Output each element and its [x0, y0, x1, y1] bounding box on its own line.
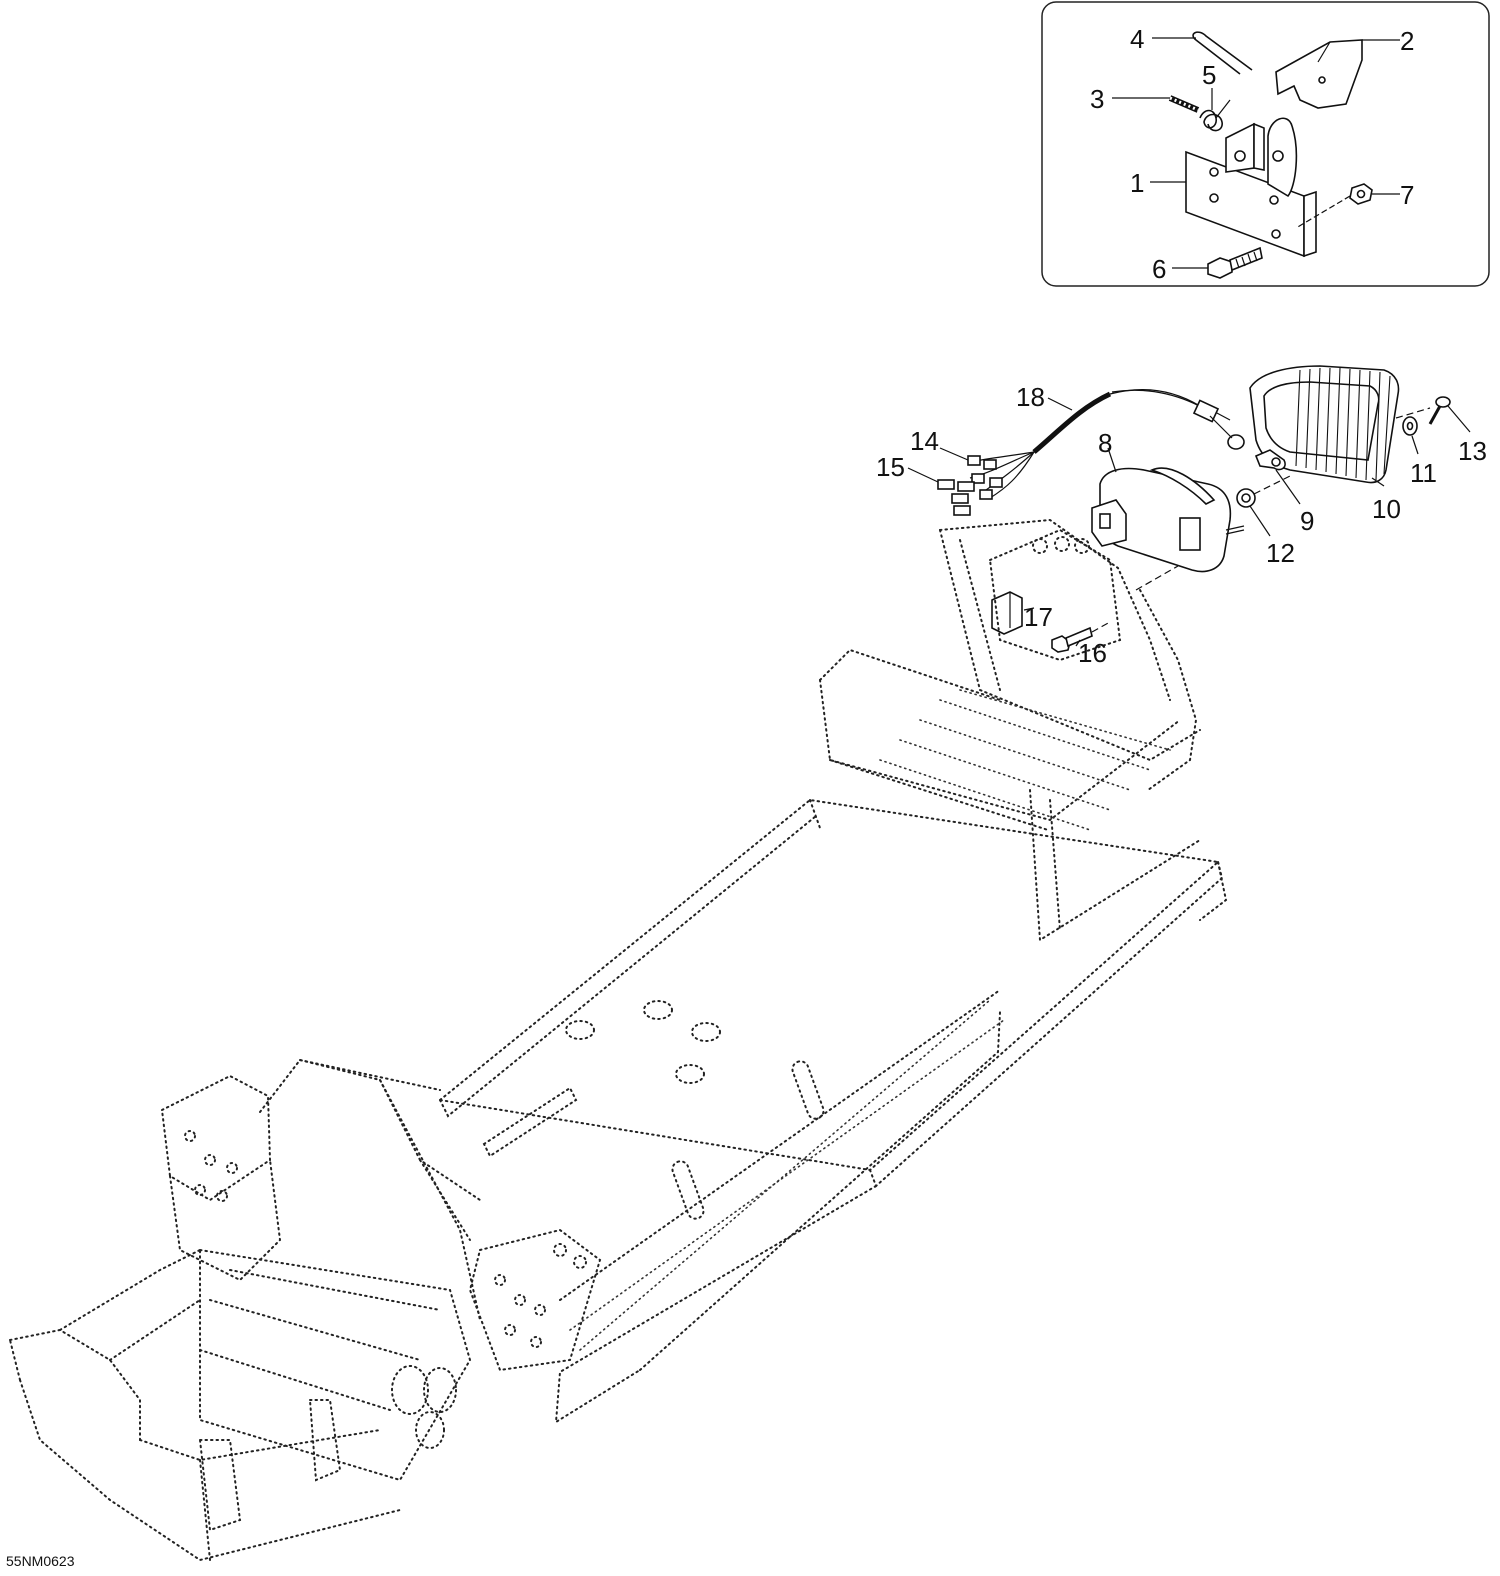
drawing-code: 55NM0623 — [6, 1553, 75, 1569]
chassis-frame — [9, 518, 1228, 1562]
part-taillight-lens — [1249, 365, 1400, 484]
taillight-assembly — [907, 365, 1471, 653]
callout-12: 12 — [1266, 538, 1295, 568]
part-nut — [1295, 183, 1373, 229]
part-grommet — [1236, 488, 1256, 508]
part-taillight-base — [1091, 467, 1245, 573]
callout-7: 7 — [1400, 180, 1414, 210]
inset-frame — [1041, 1, 1490, 287]
part-screw — [1428, 396, 1451, 425]
callout-5: 5 — [1202, 60, 1216, 90]
part-bracket-block — [1275, 39, 1363, 109]
part-spring — [1199, 99, 1231, 132]
callout-10: 10 — [1372, 494, 1401, 524]
callout-14: 14 — [910, 426, 939, 456]
callout-9: 9 — [1300, 506, 1314, 536]
callout-8: 8 — [1098, 428, 1112, 458]
part-washer — [1402, 416, 1418, 436]
part-bolt — [1207, 246, 1263, 279]
inset-detail — [1041, 1, 1490, 287]
callout-16: 16 — [1078, 638, 1107, 668]
callout-11: 11 — [1410, 458, 1437, 488]
part-wire-harness — [969, 388, 1245, 499]
callout-4: 4 — [1130, 24, 1144, 54]
callout-13: 13 — [1458, 436, 1487, 466]
callout-1: 1 — [1130, 168, 1144, 198]
part-mounting-plate — [1185, 117, 1317, 258]
callout-17: 17 — [1024, 602, 1053, 632]
callout-18: 18 — [1016, 382, 1045, 412]
part-bulb — [1254, 449, 1286, 471]
callout-2: 2 — [1400, 26, 1414, 56]
callout-6: 6 — [1152, 254, 1166, 284]
part-connectors — [937, 455, 1003, 516]
callout-labels: 1 2 3 4 5 6 7 8 9 10 11 12 13 14 15 16 1… — [6, 24, 1487, 1569]
callout-3: 3 — [1090, 84, 1104, 114]
part-lower-bolt — [1051, 626, 1093, 653]
callout-15: 15 — [876, 452, 905, 482]
part-module — [991, 591, 1023, 635]
part-pin — [1168, 95, 1200, 113]
